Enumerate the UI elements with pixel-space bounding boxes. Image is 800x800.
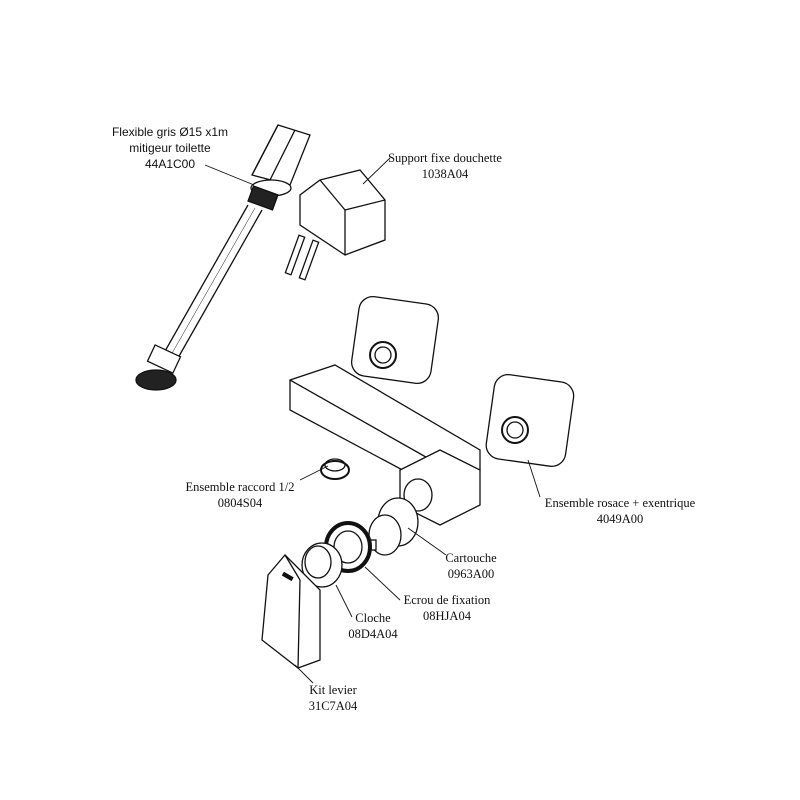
part-label-flexible: Flexible gris Ø15 x1m mitigeur toilette …: [112, 124, 228, 172]
part-subtitle: mitigeur toilette: [129, 141, 211, 155]
part-ref: 31C7A04: [308, 699, 358, 713]
part-name: Cloche: [355, 611, 391, 625]
part-label-support: Support fixe douchette 1038A04: [388, 150, 502, 182]
part-label-cartouche: Cartouche 0963A00: [445, 550, 496, 582]
part-label-ecrou: Ecrou de fixation 08HJA04: [404, 592, 491, 624]
part-name: Support fixe douchette: [388, 151, 502, 165]
part-ref: 1038A04: [421, 167, 469, 181]
part-name: Ecrou de fixation: [403, 593, 491, 607]
mixer-body-drawing: [289, 364, 481, 526]
part-ref: 08D4A04: [348, 627, 398, 641]
part-name: Cartouche: [445, 551, 497, 565]
part-label-cloche: Cloche 08D4A04: [348, 610, 397, 642]
part-name: Ensemble raccord 1/2: [185, 480, 295, 494]
part-label-raccord: Ensemble raccord 1/2 0804S04: [186, 479, 295, 511]
lever-drawing: [261, 554, 321, 669]
leader-lines: [204, 157, 541, 684]
connector-drawing: [320, 458, 350, 480]
shower-hose-drawing: [135, 124, 311, 391]
part-ref: 0963A00: [447, 567, 495, 581]
part-ref: 0804S04: [217, 496, 263, 510]
rosette-top-drawing: [350, 295, 440, 385]
rosette-right-drawing: [485, 374, 575, 467]
part-name: Kit levier: [309, 683, 357, 697]
part-label-rosace: Ensemble rosace + exentrique 4049A00: [545, 495, 695, 527]
part-ref: 08HJA04: [423, 609, 471, 623]
part-name: Ensemble rosace + exentrique: [544, 496, 696, 510]
part-name: Flexible gris Ø15 x1m: [111, 125, 229, 139]
bell-cover-drawing: [301, 542, 343, 588]
shower-holder-drawing: [284, 169, 386, 281]
part-ref: 4049A00: [596, 512, 644, 526]
part-ref: 44A1C00: [144, 157, 196, 171]
part-label-levier: Kit levier 31C7A04: [309, 682, 358, 714]
